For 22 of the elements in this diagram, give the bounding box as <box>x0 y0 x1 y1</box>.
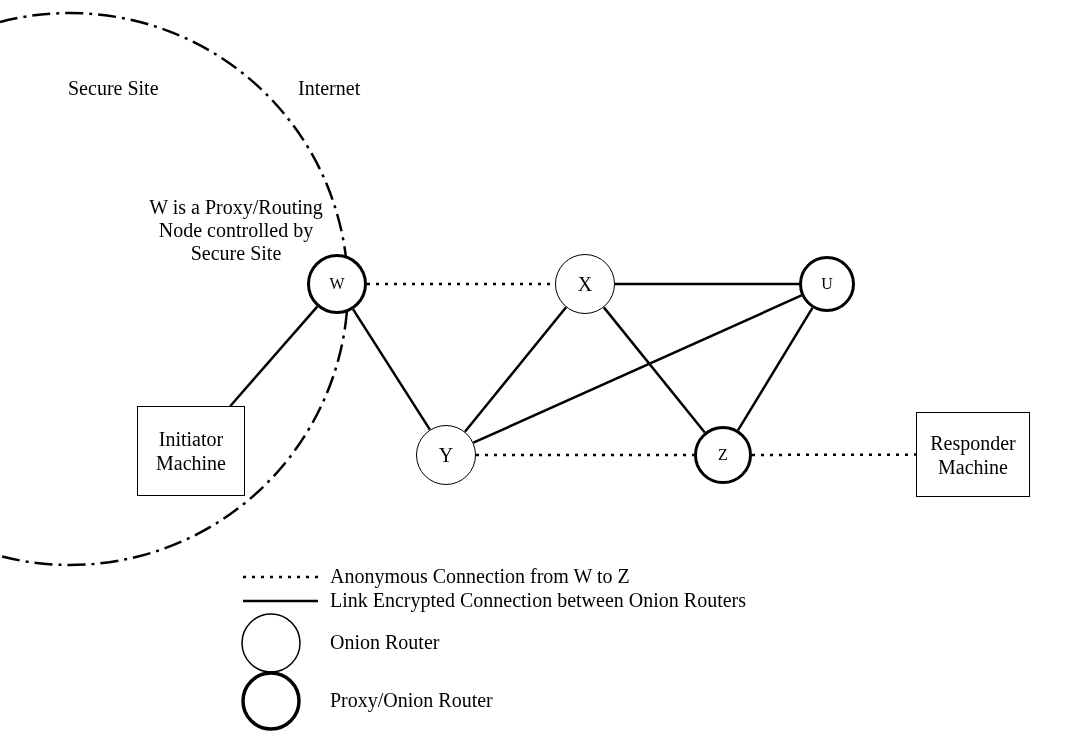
connection-line <box>352 308 431 431</box>
proxy-router-circle: W <box>307 254 367 314</box>
connection-line <box>472 294 802 444</box>
connection-line <box>752 453 916 457</box>
proxy-router-circle: Z <box>694 426 752 484</box>
connection-line <box>463 306 568 433</box>
connection-line <box>476 453 694 457</box>
connection-line <box>602 306 706 434</box>
region-label: Internet <box>298 77 361 100</box>
router-circle: Y <box>416 425 476 485</box>
machine-box: Initiator Machine <box>137 406 245 496</box>
connection-line <box>229 305 319 407</box>
region-label: Secure Site <box>68 77 159 100</box>
legend-text: Onion Router <box>330 631 440 654</box>
connection-line <box>737 307 814 431</box>
router-circle: X <box>555 254 615 314</box>
legend-text: Link Encrypted Connection between Onion Routers <box>330 589 746 612</box>
connection-line <box>615 282 799 286</box>
machine-box: Responder Machine <box>916 412 1030 497</box>
legend-text: Proxy/Onion Router <box>330 689 493 712</box>
proxy-router-circle: U <box>799 256 855 312</box>
legend-text: Anonymous Connection from W to Z <box>330 565 630 588</box>
